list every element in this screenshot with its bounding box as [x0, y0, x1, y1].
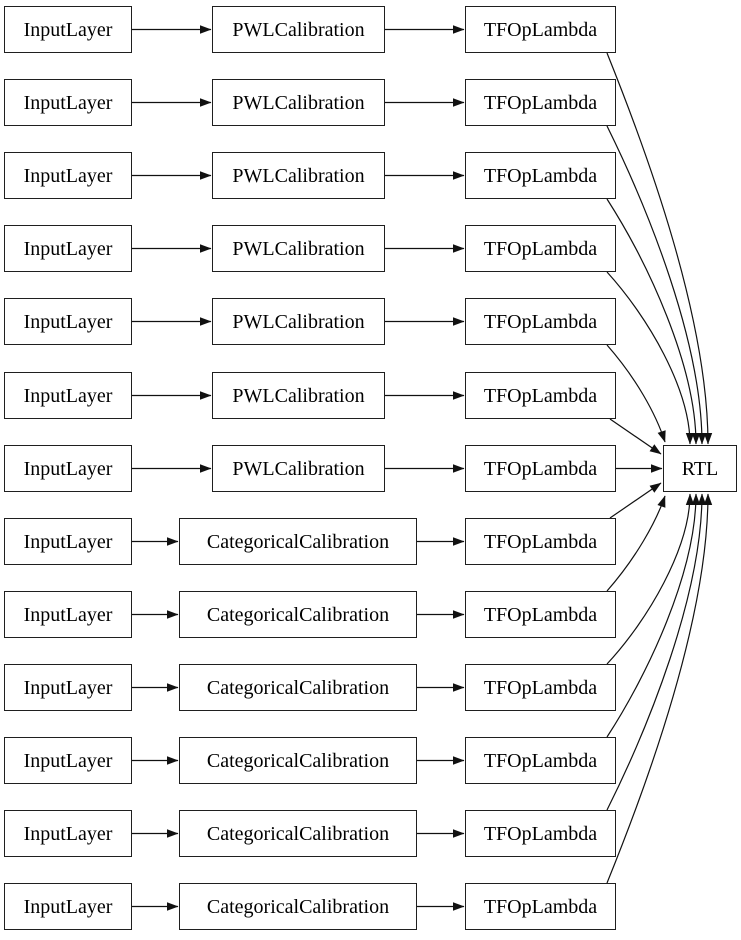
edge-lambda-to-rtl-10: [606, 493, 695, 665]
node-calibration-7: PWLCalibration: [212, 445, 385, 492]
node-calibration-6: PWLCalibration: [212, 372, 385, 419]
node-input-layer-10: InputLayer: [4, 664, 132, 711]
node-calibration-3: PWLCalibration: [212, 152, 385, 199]
node-input-layer-8: InputLayer: [4, 518, 132, 565]
node-tf-op-lambda-7: TFOpLambda: [465, 445, 616, 492]
edge-lambda-to-rtl-11: [606, 493, 701, 738]
edge-lambda-to-rtl-13: [606, 493, 713, 884]
node-tf-op-lambda-10: TFOpLambda: [465, 664, 616, 711]
node-tf-op-lambda-9: TFOpLambda: [465, 591, 616, 638]
node-tf-op-lambda-1: TFOpLambda: [465, 6, 616, 53]
node-input-layer-1: InputLayer: [4, 6, 132, 53]
edge-lambda-to-rtl-12: [606, 493, 707, 811]
node-tf-op-lambda-13: TFOpLambda: [465, 883, 616, 930]
node-calibration-1: PWLCalibration: [212, 6, 385, 53]
edge-lambda-to-rtl-4: [606, 271, 695, 445]
node-tf-op-lambda-6: TFOpLambda: [465, 372, 616, 419]
node-input-layer-4: InputLayer: [4, 225, 132, 272]
node-input-layer-7: InputLayer: [4, 445, 132, 492]
node-calibration-9: CategoricalCalibration: [179, 591, 417, 638]
node-tf-op-lambda-3: TFOpLambda: [465, 152, 616, 199]
node-calibration-2: PWLCalibration: [212, 79, 385, 126]
node-tf-op-lambda-4: TFOpLambda: [465, 225, 616, 272]
node-tf-op-lambda-2: TFOpLambda: [465, 79, 616, 126]
node-input-layer-13: InputLayer: [4, 883, 132, 930]
edge-lambda-to-rtl-9: [606, 495, 666, 592]
node-input-layer-2: InputLayer: [4, 79, 132, 126]
node-calibration-12: CategoricalCalibration: [179, 810, 417, 857]
node-rtl: RTL: [663, 445, 737, 492]
node-calibration-8: CategoricalCalibration: [179, 518, 417, 565]
node-calibration-11: CategoricalCalibration: [179, 737, 417, 784]
edge-lambda-to-rtl-1: [606, 52, 713, 445]
edge-lambda-to-rtl-2: [606, 125, 707, 445]
node-input-layer-5: InputLayer: [4, 298, 132, 345]
node-input-layer-12: InputLayer: [4, 810, 132, 857]
edge-lambda-to-rtl-3: [606, 198, 701, 445]
node-input-layer-6: InputLayer: [4, 372, 132, 419]
node-calibration-13: CategoricalCalibration: [179, 883, 417, 930]
node-tf-op-lambda-5: TFOpLambda: [465, 298, 616, 345]
edge-lambda-to-rtl-5: [606, 344, 666, 443]
node-input-layer-3: InputLayer: [4, 152, 132, 199]
node-calibration-10: CategoricalCalibration: [179, 664, 417, 711]
node-calibration-5: PWLCalibration: [212, 298, 385, 345]
node-tf-op-lambda-11: TFOpLambda: [465, 737, 616, 784]
node-tf-op-lambda-12: TFOpLambda: [465, 810, 616, 857]
edge-lambda-to-rtl-8: [609, 482, 662, 519]
edge-lambda-to-rtl-6: [609, 418, 662, 455]
node-input-layer-11: InputLayer: [4, 737, 132, 784]
node-tf-op-lambda-8: TFOpLambda: [465, 518, 616, 565]
node-input-layer-9: InputLayer: [4, 591, 132, 638]
node-calibration-4: PWLCalibration: [212, 225, 385, 272]
